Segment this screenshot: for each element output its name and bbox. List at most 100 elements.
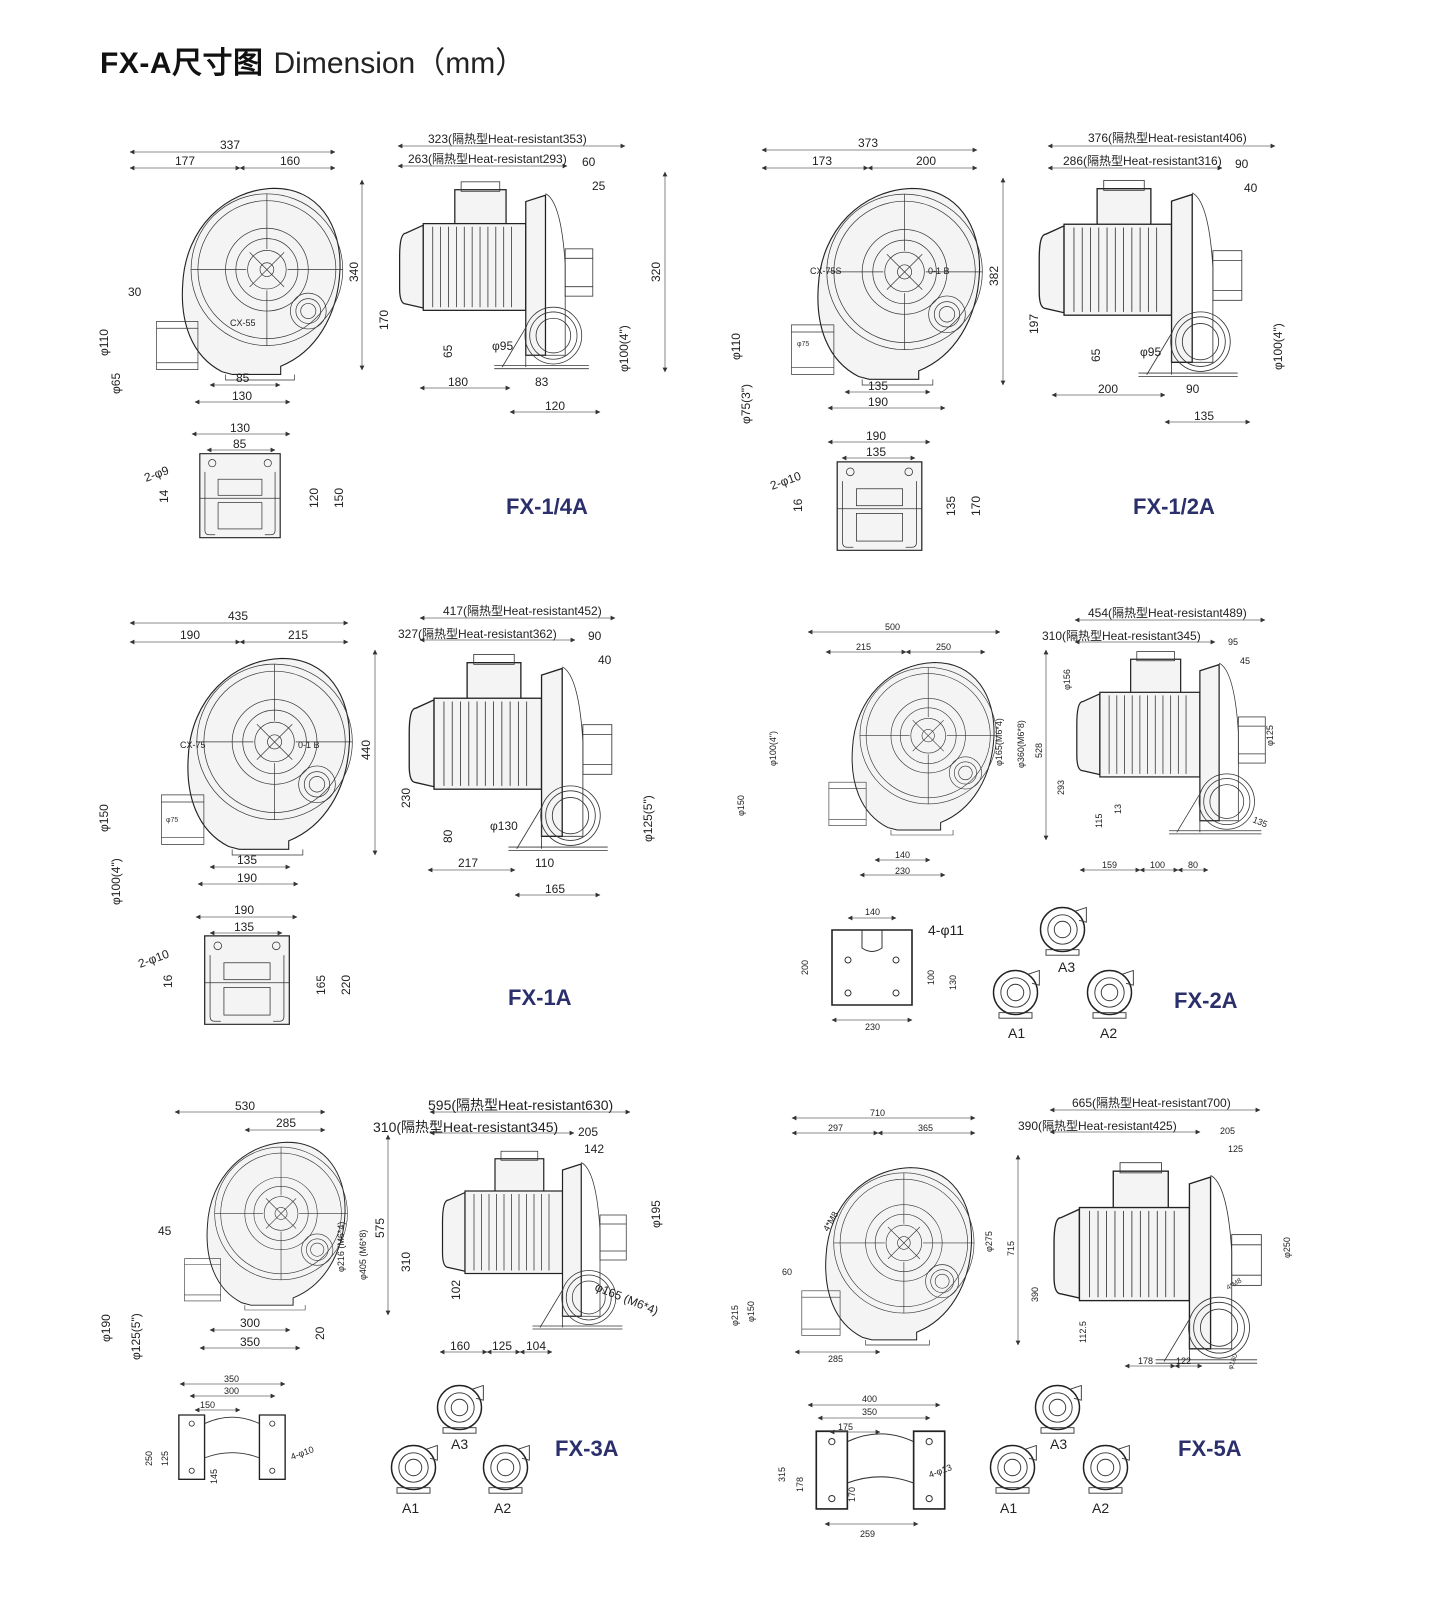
dim-base-outer: 190 xyxy=(237,871,257,885)
dim-base-outer: 350 xyxy=(240,1335,260,1349)
dim-outlet: φ150 xyxy=(736,795,746,816)
dim-base-outer: 400 xyxy=(862,1394,877,1404)
dim-axis: 390 xyxy=(1030,1287,1040,1302)
dim-base-outer: 130 xyxy=(232,389,252,403)
dim-base-inner: 350 xyxy=(862,1407,877,1417)
badge: CX-75S xyxy=(810,266,842,276)
dim-inlet: φ100(4") xyxy=(768,731,778,766)
dim-base-outer: 350 xyxy=(224,1374,239,1384)
front-view xyxy=(828,661,998,836)
front-view xyxy=(160,657,354,856)
front-view xyxy=(155,187,344,381)
model-fx-1-4a: CX-55 337 177 160 30 340 φ110 φ65 85 130… xyxy=(97,132,668,539)
title-dimension: Dimension（mm） xyxy=(273,47,526,80)
dim-b3: 135 xyxy=(1194,409,1214,423)
dim-left: 177 xyxy=(175,154,195,168)
dim-holes: 4-φ10 xyxy=(289,1444,315,1462)
dim-thk: 14 xyxy=(157,489,171,503)
dim-top: 710 xyxy=(870,1108,885,1118)
dim-body: 263(隔热型Heat-resistant293) xyxy=(408,152,567,166)
dim-foot: 20 xyxy=(313,1326,327,1340)
badge: CX-55 xyxy=(230,318,256,328)
dim-axis: 197 xyxy=(1027,314,1041,334)
base-view xyxy=(815,1430,946,1510)
dim-height: 715 xyxy=(1006,1241,1016,1256)
dim-b2: 83 xyxy=(535,375,549,389)
dim-right: 215 xyxy=(288,628,308,642)
title-model: FX-A尺寸图 xyxy=(100,47,264,80)
dim-body: 390(隔热型Heat-resistant425) xyxy=(1018,1119,1177,1133)
dim-c1: 205 xyxy=(1220,1126,1235,1136)
dim-pcd: φ275 xyxy=(984,1231,994,1252)
variant-a3 xyxy=(1034,1384,1083,1434)
dim-c1: 90 xyxy=(1235,157,1249,171)
dim-height: 440 xyxy=(359,740,373,760)
dim-height: 575 xyxy=(373,1218,387,1238)
variant-a2 xyxy=(1086,969,1135,1019)
base-view xyxy=(199,452,281,539)
dim-total: 595(隔热型Heat-resistant630) xyxy=(428,1097,613,1113)
dim-base-outer: 130 xyxy=(230,421,250,435)
variant-label-a3: A3 xyxy=(1058,959,1075,975)
dim-c2: 40 xyxy=(1244,181,1258,195)
dim-total: 323(隔热型Heat-resistant353) xyxy=(428,132,587,146)
dim-base: 285 xyxy=(828,1354,843,1364)
base-view xyxy=(836,461,923,552)
variant-label-a3: A3 xyxy=(451,1436,468,1452)
dim-base-inner: 300 xyxy=(224,1386,239,1396)
dim-c2: 40 xyxy=(598,653,612,667)
variant-a3 xyxy=(1039,906,1088,956)
dim-pcd2: φ405 (M6*8) xyxy=(358,1230,368,1280)
dim-dia: 135 xyxy=(1251,815,1269,830)
variant-label-a1: A1 xyxy=(1008,1025,1025,1041)
dim-foot: 80 xyxy=(441,829,455,843)
dim-left: 173 xyxy=(812,154,832,168)
dim-h1: 165 xyxy=(314,975,328,995)
dim-left: 190 xyxy=(180,628,200,642)
model-name: FX-1A xyxy=(508,985,572,1010)
dim-base-outer: 230 xyxy=(865,1022,880,1032)
dim-total: 376(隔热型Heat-resistant406) xyxy=(1088,131,1247,145)
dim-top: 373 xyxy=(858,136,878,150)
dim-b1: 217 xyxy=(458,856,478,870)
dim-c1: 90 xyxy=(588,629,602,643)
dim-foot2: 13 xyxy=(1113,804,1123,814)
model-name: FX-3A xyxy=(555,1436,619,1461)
dim-body: 327(隔热型Heat-resistant362) xyxy=(398,627,557,641)
dim-b1: 159 xyxy=(1102,860,1117,870)
dim-base-inner: 300 xyxy=(240,1316,260,1330)
dim-flange: φ156 xyxy=(1062,669,1072,690)
dim-holes: 2-φ10 xyxy=(136,947,171,971)
dim-axis: 170 xyxy=(377,310,391,330)
dim-base-w: 175 xyxy=(838,1422,853,1432)
dim-body: 286(隔热型Heat-resistant316) xyxy=(1063,154,1222,168)
dim-outlet: φ100(4") xyxy=(1271,323,1285,370)
dim-inner: 285 xyxy=(276,1116,296,1130)
dim-c2: 142 xyxy=(584,1142,604,1156)
dim-b3: 104 xyxy=(526,1339,546,1353)
dim-inlet-ext: 30 xyxy=(128,285,142,299)
dim-outlet: φ125 xyxy=(1265,725,1275,746)
side-view xyxy=(1076,650,1266,835)
dim-h1: 120 xyxy=(307,488,321,508)
dim-base-outer: 190 xyxy=(868,395,888,409)
dim-flange: φ195 xyxy=(649,1200,663,1228)
dim-body: 310(隔热型Heat-resistant345) xyxy=(1042,629,1201,643)
dim-h2: 150 xyxy=(332,488,346,508)
dim-left: 297 xyxy=(828,1123,843,1133)
model-fx-1-2a: CX-75S 0-1 B φ75 373 173 200 382 φ110 φ7… xyxy=(729,131,1285,552)
dim-outlet: φ150 xyxy=(746,1301,756,1322)
dim-base-h2: 170 xyxy=(847,1487,857,1502)
dim-b2: 110 xyxy=(535,856,554,870)
dim-top: 435 xyxy=(228,609,248,623)
dim-inlet-ext: 45 xyxy=(158,1224,172,1238)
model-fx-5a: 710 297 365 4*M8 φ275 715 60 φ215 φ150 2… xyxy=(730,1096,1292,1539)
dim-thk: 16 xyxy=(791,498,805,512)
variant-label-a2: A2 xyxy=(1092,1500,1109,1516)
dim-axis: 310 xyxy=(399,1252,413,1272)
dim-inlet: φ110 xyxy=(729,333,743,360)
dim-inlet: φ190 xyxy=(99,1314,113,1342)
dim-base-h: 315 xyxy=(777,1467,787,1482)
dim-base-h1: 100 xyxy=(926,970,936,985)
